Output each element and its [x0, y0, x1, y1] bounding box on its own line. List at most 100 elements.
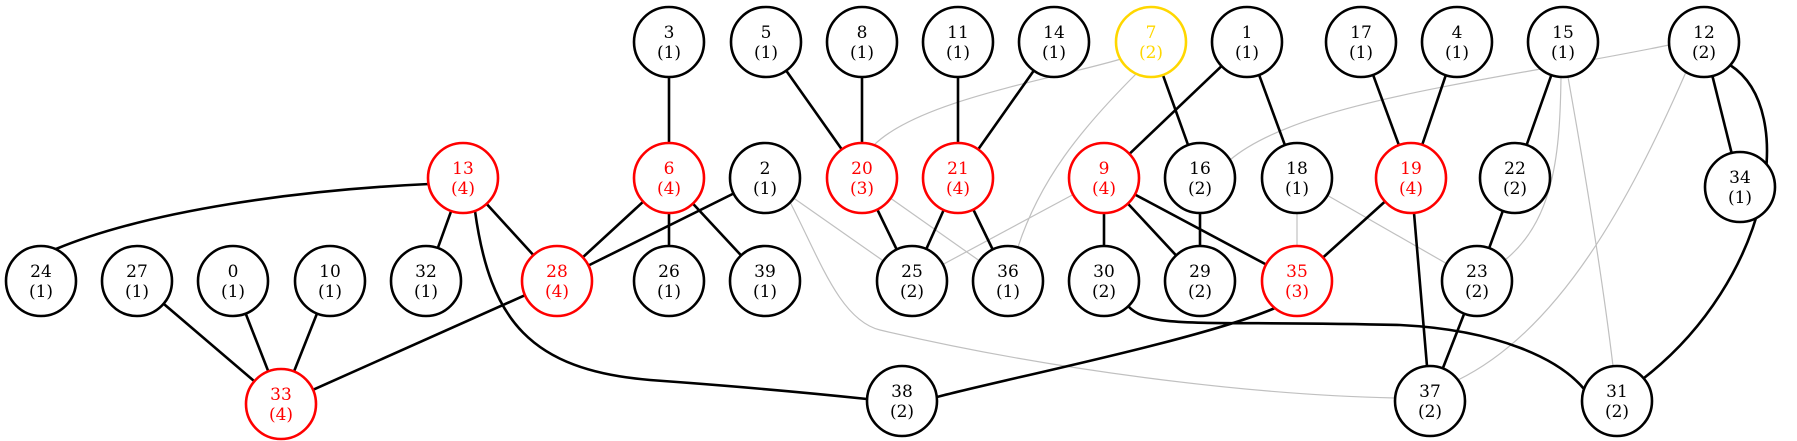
edge-6-28 [581, 200, 645, 259]
node-21[interactable]: 21(4) [921, 141, 995, 215]
edge-13-32 [436, 210, 453, 249]
node-circle [100, 244, 174, 318]
edge-12-37 [1457, 71, 1687, 381]
edge-2-25 [793, 197, 884, 262]
node-id-label: 22 [1504, 159, 1526, 179]
node-circle [1210, 5, 1284, 79]
node-37[interactable]: 37(2) [1393, 364, 1467, 438]
node-id-label: 27 [126, 262, 148, 282]
node-id-label: 20 [851, 159, 873, 179]
node-count-label: (3) [1285, 282, 1309, 302]
node-circle [632, 244, 706, 318]
edge-6-39 [691, 202, 743, 257]
node-32[interactable]: 32(1) [389, 244, 463, 318]
node-count-label: (1) [754, 43, 778, 63]
edge-20-25 [876, 208, 898, 251]
node-circle [389, 244, 463, 318]
node-circle [1420, 5, 1494, 79]
node-38[interactable]: 38(2) [865, 364, 939, 438]
node-33[interactable]: 33(4) [244, 367, 318, 441]
node-id-label: 0 [228, 262, 239, 282]
node-id-label: 7 [1146, 23, 1157, 43]
node-id-label: 34 [1729, 168, 1751, 188]
edge-9-29 [1126, 202, 1178, 257]
node-35[interactable]: 35(3) [1260, 244, 1334, 318]
edge-17-19 [1371, 74, 1401, 146]
node-count-label: (2) [1092, 282, 1116, 302]
node-4[interactable]: 4(1) [1420, 5, 1494, 79]
node-6[interactable]: 6(4) [632, 141, 706, 215]
node-id-label: 28 [546, 262, 568, 282]
node-7[interactable]: 7(2) [1114, 5, 1188, 79]
node-circle [244, 367, 318, 441]
node-30[interactable]: 30(2) [1067, 244, 1141, 318]
node-circle [196, 244, 270, 318]
node-9[interactable]: 9(4) [1067, 141, 1141, 215]
node-12[interactable]: 12(2) [1667, 5, 1741, 79]
node-id-label: 25 [901, 262, 923, 282]
node-id-label: 14 [1043, 23, 1065, 43]
node-count-label: (1) [1349, 43, 1373, 63]
node-id-label: 30 [1093, 262, 1115, 282]
node-24[interactable]: 24(1) [4, 244, 78, 318]
node-count-label: (4) [946, 179, 970, 199]
node-id-label: 24 [30, 262, 52, 282]
node-id-label: 19 [1400, 159, 1422, 179]
node-27[interactable]: 27(1) [100, 244, 174, 318]
node-14[interactable]: 14(1) [1017, 5, 1091, 79]
node-17[interactable]: 17(1) [1324, 5, 1398, 79]
node-id-label: 31 [1606, 382, 1628, 402]
node-26[interactable]: 26(1) [632, 244, 706, 318]
node-id-label: 36 [997, 262, 1019, 282]
node-19[interactable]: 19(4) [1374, 141, 1448, 215]
node-18[interactable]: 18(1) [1260, 141, 1334, 215]
node-36[interactable]: 36(1) [971, 244, 1045, 318]
edge-2-37 [789, 201, 1396, 399]
node-circle [728, 244, 802, 318]
node-0[interactable]: 0(1) [196, 244, 270, 318]
node-circle [825, 141, 899, 215]
node-circle [1017, 5, 1091, 79]
node-circle [1393, 364, 1467, 438]
node-count-label: (1) [221, 282, 245, 302]
node-34[interactable]: 34(1) [1703, 150, 1777, 224]
node-circle [4, 244, 78, 318]
node-28[interactable]: 28(4) [520, 244, 594, 318]
node-39[interactable]: 39(1) [728, 244, 802, 318]
edge-15-31 [1567, 76, 1614, 367]
node-circle [729, 5, 803, 79]
node-id-label: 33 [270, 385, 292, 405]
node-22[interactable]: 22(2) [1478, 141, 1552, 215]
node-count-label: (4) [1399, 179, 1423, 199]
node-circle [971, 244, 1045, 318]
node-5[interactable]: 5(1) [729, 5, 803, 79]
node-id-label: 9 [1099, 159, 1110, 179]
node-23[interactable]: 23(2) [1440, 244, 1514, 318]
node-id-label: 29 [1189, 262, 1211, 282]
edge-28-33 [312, 294, 526, 391]
node-20[interactable]: 20(3) [825, 141, 899, 215]
node-8[interactable]: 8(1) [825, 5, 899, 79]
node-16[interactable]: 16(2) [1163, 141, 1237, 215]
node-13[interactable]: 13(4) [426, 141, 500, 215]
node-10[interactable]: 10(1) [293, 244, 367, 318]
node-count-label: (2) [1418, 402, 1442, 422]
node-count-label: (4) [1092, 179, 1116, 199]
edge-5-20 [785, 69, 843, 151]
node-31[interactable]: 31(2) [1580, 364, 1654, 438]
node-11[interactable]: 11(1) [921, 5, 995, 79]
node-id-label: 8 [857, 23, 868, 43]
node-circle [632, 5, 706, 79]
node-15[interactable]: 15(1) [1526, 5, 1600, 79]
node-3[interactable]: 3(1) [632, 5, 706, 79]
node-25[interactable]: 25(2) [875, 244, 949, 318]
edge-30-31 [1127, 305, 1586, 390]
node-1[interactable]: 1(1) [1210, 5, 1284, 79]
node-29[interactable]: 29(2) [1163, 244, 1237, 318]
node-count-label: (1) [1042, 43, 1066, 63]
edge-10-33 [292, 313, 319, 372]
node-id-label: 16 [1189, 159, 1211, 179]
node-circle [293, 244, 367, 318]
node-2[interactable]: 2(1) [728, 141, 802, 215]
node-id-label: 35 [1286, 262, 1308, 282]
